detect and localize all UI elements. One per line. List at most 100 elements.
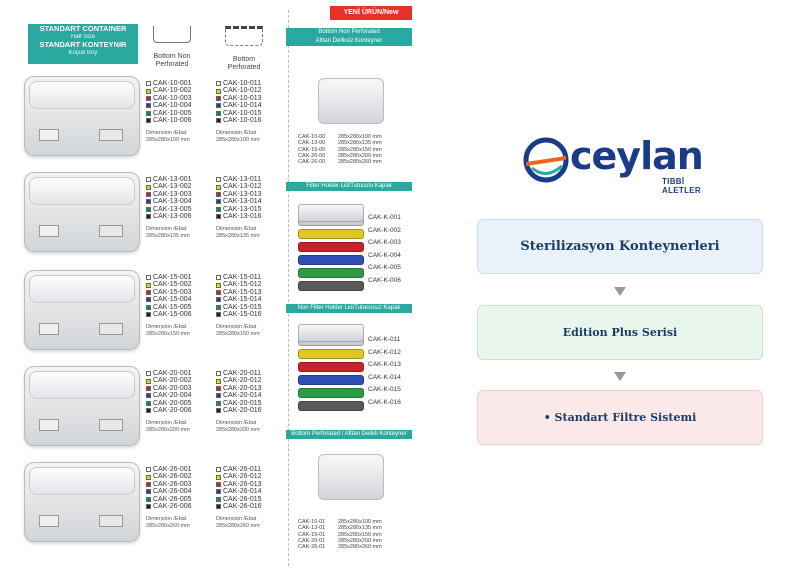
header-line2: Half Size [70, 34, 95, 40]
header-line1: STANDART CONTAINER [39, 24, 127, 33]
product-code: CAK-26-015 [216, 496, 262, 503]
lid-stack-layer [298, 229, 364, 239]
code-text: CAK-20-011 [223, 370, 262, 377]
code-text: CAK-13-006 [153, 212, 192, 220]
product-code: CAK-26-002 [146, 473, 192, 480]
product-code: CAK-10-013 [216, 95, 262, 102]
code-text: CAK-13-005 [153, 205, 192, 213]
color-swatch-icon [146, 481, 151, 487]
color-swatch-icon [146, 177, 151, 183]
product-code: CAK-20-016 [216, 407, 262, 414]
product-code: CAK-10-015 [216, 110, 262, 117]
product-code: CAK-13-001 [146, 176, 192, 183]
code-text: CAK-10-011 [223, 80, 262, 87]
product-code: CAK-13-013 [216, 191, 262, 198]
product-code: CAK-20-004 [146, 392, 192, 399]
product-code: CAK-15-011 [216, 274, 262, 281]
lid-code: CAK-K-003 [368, 239, 401, 247]
color-swatch-icon [216, 206, 221, 212]
code-text: CAK-26-003 [153, 480, 192, 488]
color-swatch-icon [216, 177, 221, 183]
product-code: CAK-13-012 [216, 183, 262, 190]
code-text: CAK-20-016 [223, 406, 262, 414]
product-code: CAK-10-005 [146, 110, 192, 117]
color-swatch-icon [216, 199, 221, 205]
code-text: CAK-20-006 [153, 406, 192, 414]
color-swatch-icon [146, 191, 151, 197]
code-text: CAK-10-014 [223, 102, 262, 110]
product-code: CAK-20-012 [216, 377, 262, 384]
color-swatch-icon [146, 110, 151, 116]
color-swatch-icon [216, 481, 221, 487]
code-text: CAK-13-015 [223, 205, 262, 213]
color-swatch-icon [216, 289, 221, 295]
color-swatch-icon [146, 504, 151, 510]
product-code: CAK-10-004 [146, 102, 192, 109]
code-text: CAK-13-002 [153, 183, 192, 191]
code-text: CAK-10-005 [153, 109, 192, 117]
header-line3: STANDART KONTEYNIR [39, 40, 127, 49]
product-code: CAK-20-001 [146, 370, 192, 377]
product-code: CAK-20-011 [216, 370, 262, 377]
code-text: CAK-13-011 [223, 176, 262, 183]
product-code: CAK-15-006 [146, 311, 192, 318]
code-text: CAK-10-002 [153, 87, 192, 95]
product-code: CAK-20-015 [216, 400, 262, 407]
code-text: CAK-20-003 [153, 384, 192, 392]
color-swatch-icon [146, 474, 151, 480]
product-code: CAK-15-012 [216, 281, 262, 288]
color-swatch-icon [216, 304, 221, 310]
code-text: CAK-13-013 [223, 190, 262, 198]
ceylan-emblem-icon [523, 137, 569, 183]
color-swatch-icon [216, 103, 221, 109]
product-code: CAK-26-003 [146, 481, 192, 488]
lid-code: CAK-K-006 [368, 276, 401, 284]
lid-code: CAK-K-004 [368, 251, 401, 259]
down-arrow-icon [614, 372, 626, 381]
section-bottom-perforated: Bottom Perforated / Alttan Delikli Konte… [286, 430, 412, 439]
color-swatch-icon [146, 393, 151, 399]
color-swatch-icon [146, 282, 151, 288]
code-text: CAK-10-004 [153, 102, 192, 110]
color-swatch-icon [216, 282, 221, 288]
product-code: CAK-13-011 [216, 176, 262, 183]
container-image [24, 270, 140, 350]
code-text: CAK-15-015 [223, 303, 262, 311]
code-text: CAK-15-016 [223, 310, 262, 318]
code-text: CAK-26-002 [153, 473, 192, 481]
color-swatch-icon [146, 289, 151, 295]
color-swatch-icon [216, 393, 221, 399]
code-text: CAK-26-006 [153, 502, 192, 510]
product-code: CAK-15-002 [146, 281, 192, 288]
code-text: CAK-20-013 [223, 384, 262, 392]
color-swatch-icon [216, 118, 221, 124]
container-image [24, 76, 140, 156]
color-swatch-icon [216, 184, 221, 190]
product-code: CAK-10-002 [146, 87, 192, 94]
product-code: CAK-26-013 [216, 481, 262, 488]
code-text: CAK-26-012 [223, 473, 262, 481]
col-left-heading: Bottom Non Perforated [144, 26, 200, 69]
bottom-non-perf-tr-label: Alttan Deliksiz Konteyner [315, 38, 383, 44]
color-swatch-icon [216, 88, 221, 94]
col-right-heading: Bottom Perforated [216, 26, 272, 72]
color-swatch-icon [146, 496, 151, 502]
step1-label: Sterilizasyon Konteynerleri [520, 239, 720, 254]
color-swatch-icon [146, 408, 151, 414]
lid-code: CAK-K-012 [368, 348, 401, 356]
